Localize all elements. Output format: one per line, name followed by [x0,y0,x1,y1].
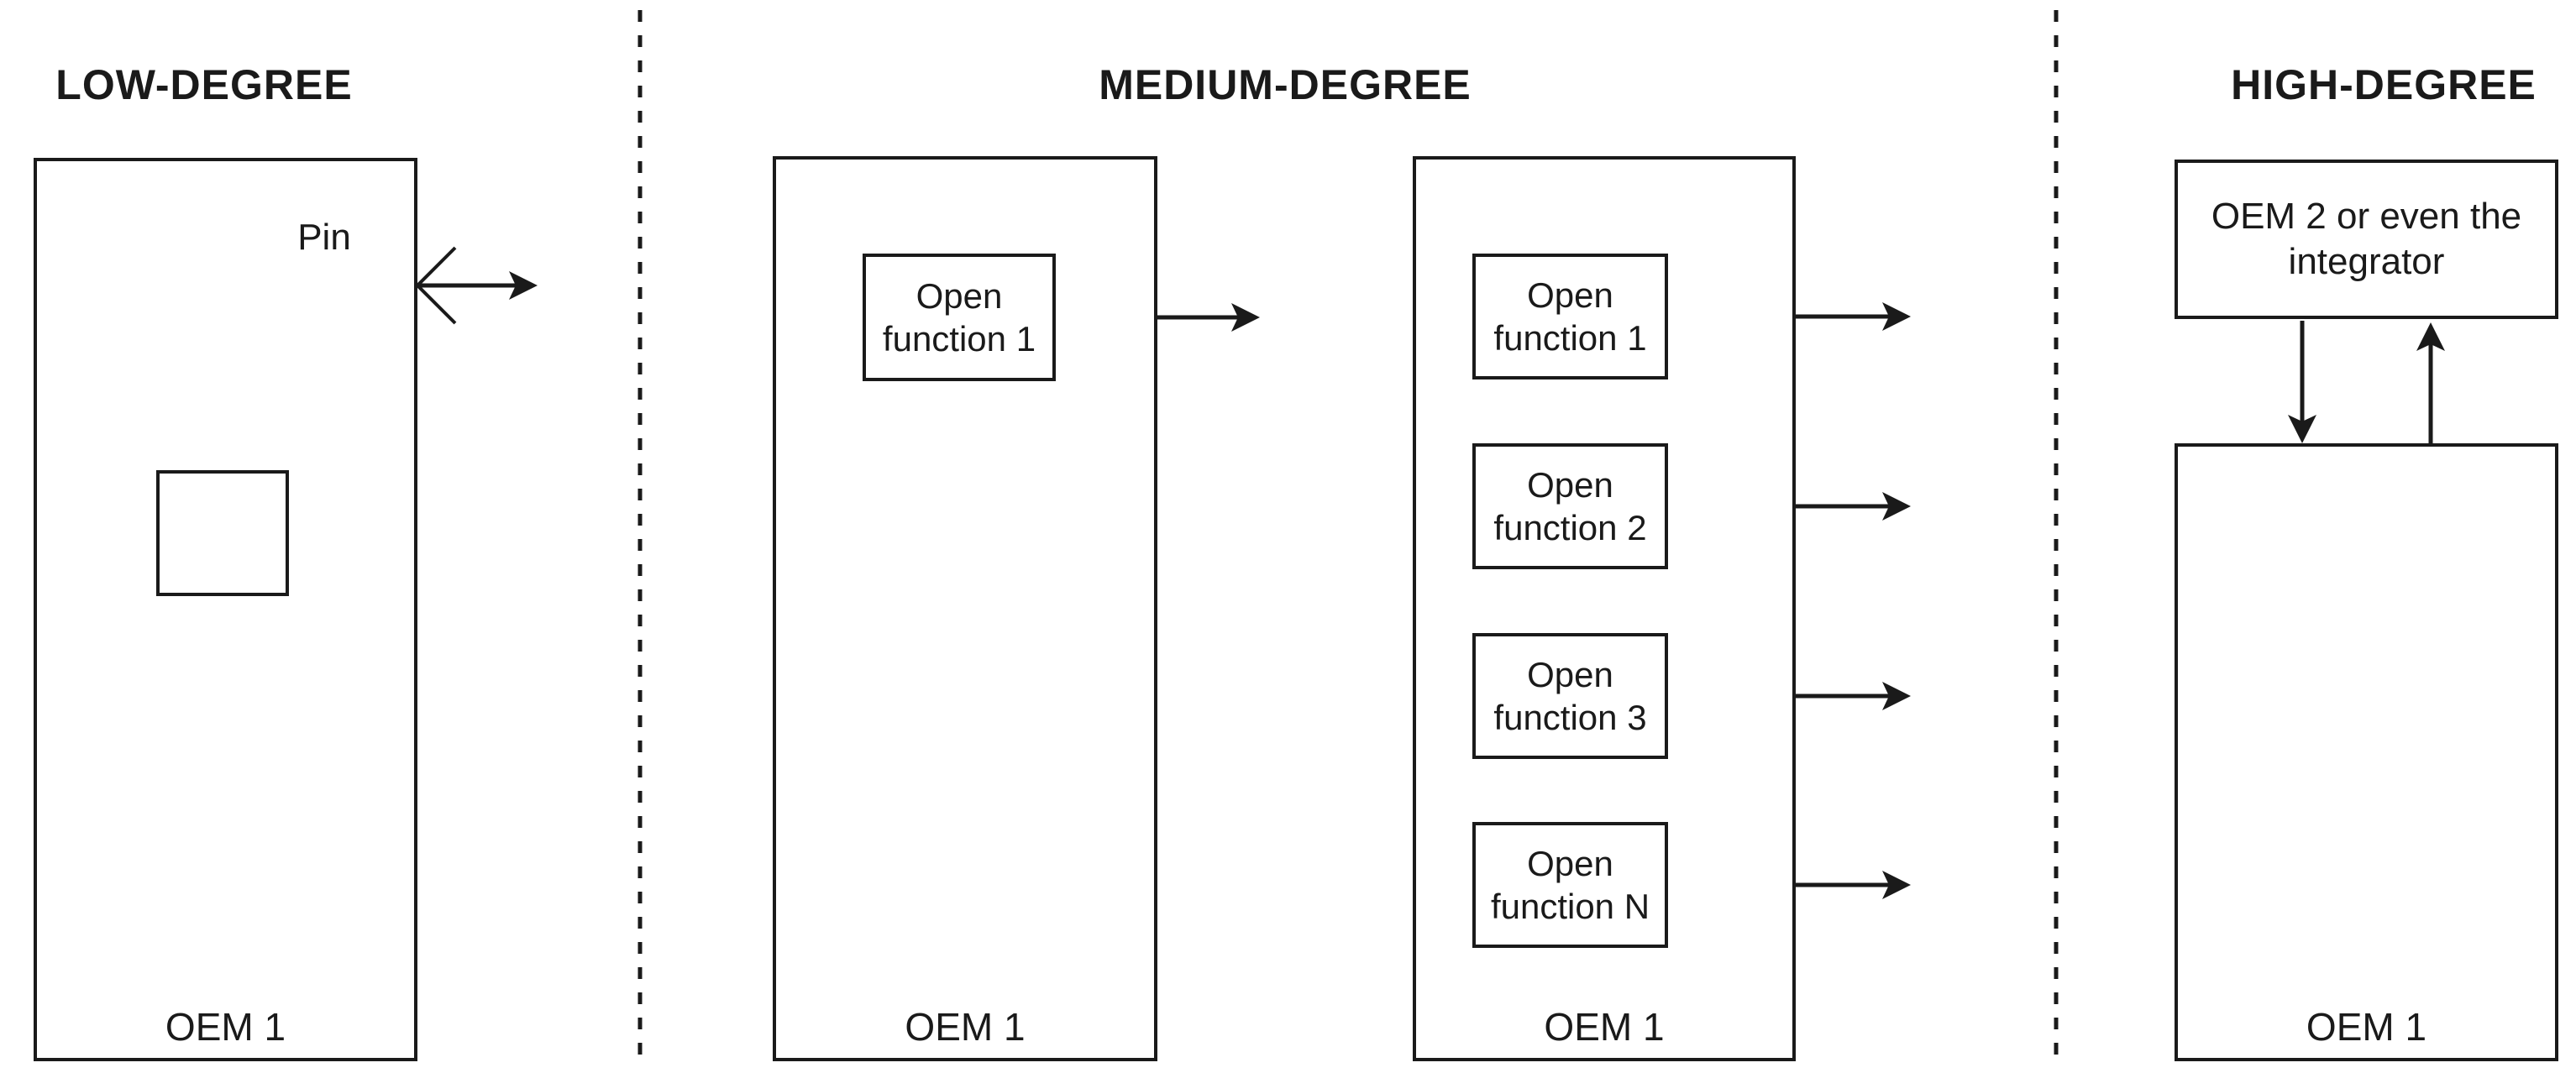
oem1-label-high: OEM 1 [2306,1005,2427,1049]
oem1-label-medium-single: OEM 1 [905,1005,1026,1049]
arrow-head [1882,682,1911,710]
open-function-box-2: Open function 2 [1472,443,1668,569]
oem2-integrator-box: OEM 2 or even the integrator [2175,160,2558,319]
pin-label: Pin [252,217,396,259]
arrow-head [1882,492,1911,521]
forbidden-function-box [156,470,289,596]
arrow-oem1-to-oem2 [2416,322,2445,443]
oem1-label-medium-multi: OEM 1 [1544,1005,1665,1049]
section-title-medium-degree: MEDIUM-DEGREE [1099,61,1472,108]
open-function-box-single-1: Open function 1 [863,254,1056,381]
open-function-box-n: Open function N [1472,822,1668,948]
section-title-low-degree: LOW-DEGREE [55,61,353,108]
arrow-oem2-to-oem1 [2288,321,2316,443]
down-arrow-head [2288,415,2316,443]
oem1-label-low: OEM 1 [165,1005,286,1049]
open-function-box-1: Open function 1 [1472,254,1668,379]
arrow-head [1882,302,1911,331]
up-arrow-head [2416,322,2445,351]
pin-arrow-head [509,271,538,300]
arrow-head [1231,303,1260,332]
section-title-high-degree: HIGH-DEGREE [2231,61,2537,108]
arrow-head [1882,871,1911,899]
oem1-rect-low [34,158,417,1061]
open-function-box-3: Open function 3 [1472,633,1668,759]
oem1-rect-high [2175,443,2558,1061]
